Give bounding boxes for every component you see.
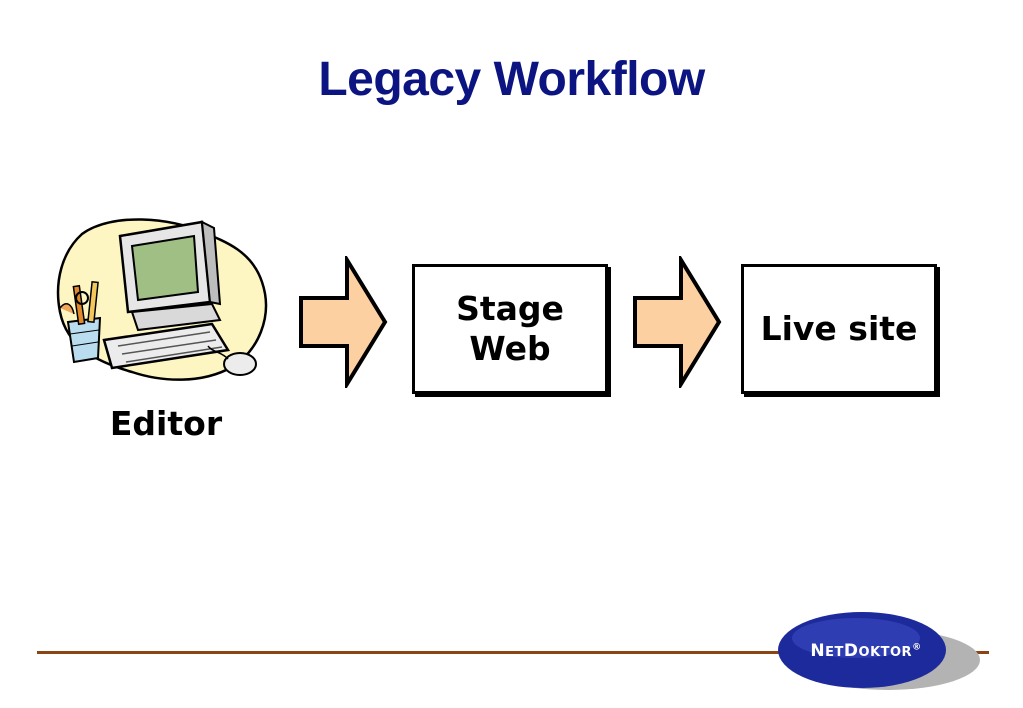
stage-web-box: Stage Web: [412, 264, 608, 394]
editor-label: Editor: [109, 404, 223, 443]
live-site-label: Live site: [760, 309, 918, 348]
right-arrow-icon: [299, 256, 388, 388]
right-arrow-icon: [633, 256, 722, 388]
footer-divider: [37, 651, 989, 654]
live-site-box: Live site: [741, 264, 937, 394]
stage-web-label: Stage Web: [456, 289, 564, 368]
logo-text: NETDOKTOR®: [810, 641, 922, 661]
slide-title: Legacy Workflow: [318, 53, 705, 106]
netdoktor-logo: [778, 612, 980, 690]
editor-computer-icon: [56, 218, 268, 381]
